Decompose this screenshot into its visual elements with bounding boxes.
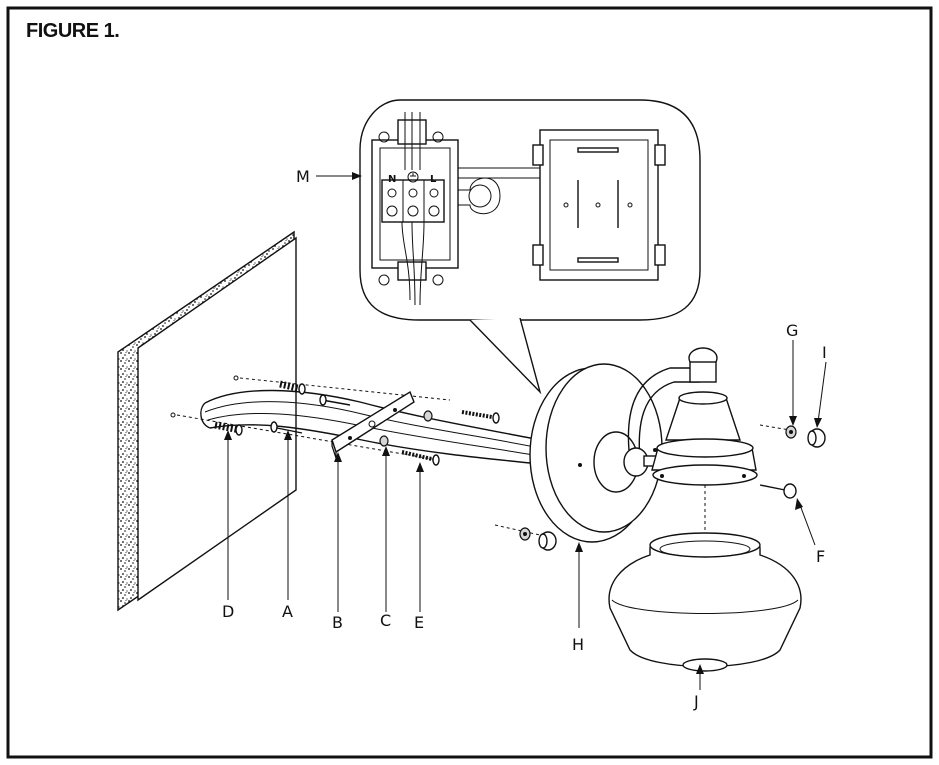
callout-e: E (414, 613, 424, 632)
callout-m: M (296, 167, 310, 186)
callout-d: D (222, 602, 234, 621)
callout-h: H (572, 635, 584, 654)
anchor-d (214, 380, 306, 436)
figure-border (6, 6, 933, 759)
washer-cap-lower (519, 527, 557, 551)
junction-box-m: N L (371, 112, 540, 306)
wall (117, 230, 297, 612)
fitter-f (651, 347, 758, 486)
ground-icon (407, 171, 419, 183)
screw-f (759, 483, 797, 499)
screw-e (401, 410, 500, 466)
terminal-label-neutral: N (388, 174, 396, 185)
washer-g (785, 425, 797, 439)
arm (623, 367, 700, 477)
cap-nut-i (807, 428, 826, 448)
glass-shade-j (608, 532, 802, 672)
callout-j: J (693, 692, 699, 711)
callout-g: G (786, 321, 798, 340)
cover-plate (532, 129, 666, 281)
nut-c (379, 410, 433, 447)
callout-i: I (822, 343, 827, 362)
mounting-strap-b (331, 390, 415, 459)
callout-f: F (816, 547, 825, 566)
screw-a (270, 394, 351, 434)
callout-b: B (332, 613, 343, 632)
callout-leaders (224, 172, 827, 690)
callout-a: A (282, 602, 293, 621)
terminal-label-live: L (430, 174, 437, 185)
figure-title: FIGURE 1. (26, 20, 120, 42)
callout-c: C (380, 611, 391, 630)
